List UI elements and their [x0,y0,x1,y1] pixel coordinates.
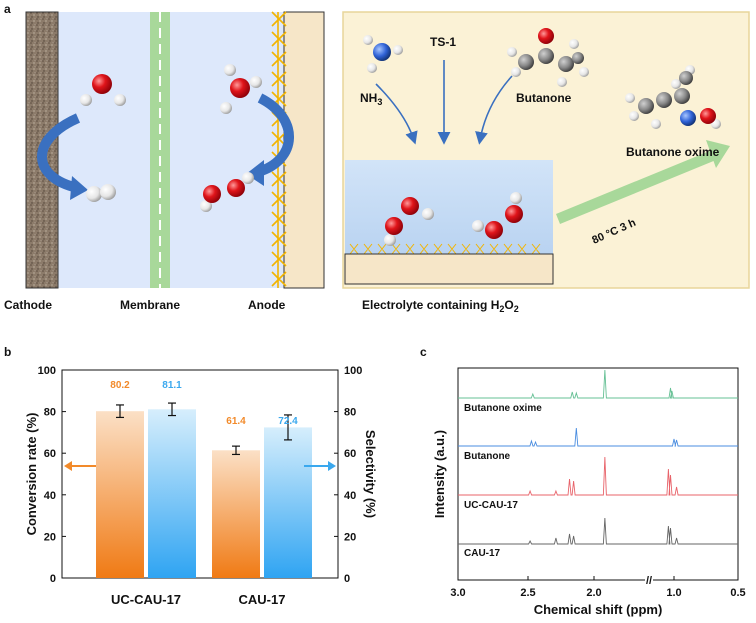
ts1-label: TS-1 [430,35,456,49]
spectrum-label: CAU-17 [464,548,501,559]
panel-b-label: b [4,345,11,359]
y-tick-label-left: 60 [44,448,56,460]
butanone-label: Butanone [516,91,572,105]
y-axis-label-left: Conversion rate (%) [24,413,39,536]
spectrum-line [458,456,738,496]
left-axis-arrow-head [64,461,72,471]
bar-chart: 0 0 20 20 40 40 60 60 80 80 100 100 80.2 81.1UC-CAU-1… [24,365,378,607]
x-tick-label: 2.5 [520,587,535,599]
bar-data-label: 72.4 [278,416,298,427]
axis-break-gap [645,574,653,586]
bar [96,411,144,578]
electrolysis-cell [25,11,325,289]
h2o2-molecule-1 [384,197,434,246]
y-tick-label-left: 100 [38,365,56,377]
anode-arrow [256,93,294,177]
y-tick-label-right: 20 [344,531,356,543]
cathode-cycle [37,74,126,202]
ammoximation-schematic: NH3 TS-1 Butanone [342,11,750,289]
y-tick-label-left: 0 [50,573,56,585]
anode-label: Anode [248,298,286,312]
anode-cycle [200,64,294,212]
plot-frame [457,367,739,581]
anode-arrow-head [246,160,264,186]
y-axis-label-right: Selectivity (%) [363,430,378,518]
y-axis-label: Intensity (a.u.) [432,430,447,518]
hydrogen-molecule [86,184,116,202]
spectrum-label: Butanone [464,451,511,462]
condition-arrow-head [706,140,730,168]
butanone-arrow [475,75,513,145]
x-category-label: CAU-17 [239,592,286,607]
panel-c-label: c [420,345,427,359]
spectrum-line [458,369,738,399]
h2o2-molecule-anode [200,172,254,212]
bar-data-label: 61.4 [226,416,246,427]
cathode-label: Cathode [4,298,52,312]
bar [212,450,260,578]
butanone-oxime-label: Butanone oxime [626,145,720,159]
spectrum-label: Butanone oxime [464,403,542,414]
y-tick-label-right: 80 [344,407,356,419]
y-tick-label-right: 100 [344,365,362,377]
substrate-plate [344,253,554,285]
membrane-label: Membrane [120,298,180,312]
right-axis-arrow-head [328,461,336,471]
y-tick-label-left: 40 [44,490,56,502]
water-molecule-cathode [80,74,126,106]
nmr-spectra: 3.0 2.5 2.0 1.0 0.5 // Chemical shift (ppm) Int… [432,367,746,617]
y-tick-label-right: 0 [344,573,350,585]
x-category-label: UC-CAU-17 [111,592,181,607]
panel-a-label: a [4,2,11,16]
cathode-arrow-head [70,176,88,200]
cathode-arrow [37,113,81,193]
butanone-oxime-molecule [625,65,721,129]
spectrum-line [458,517,738,545]
electrolyte-label: Electrolyte containing H2O2 [362,298,519,314]
x-tick-label: 2.0 [586,587,601,599]
nh3-molecule [363,35,403,73]
spectrum-label: UC-CAU-17 [464,500,518,511]
bar-data-label: 81.1 [162,380,182,391]
nh3-arrow [375,83,418,145]
x-tick-label: 0.5 [730,587,745,599]
spectrum-line [458,427,738,447]
y-tick-label-right: 60 [344,448,356,460]
axis-break-mark: // [646,575,652,587]
water-molecule-anode [220,64,262,114]
nh3-label: NH3 [360,91,382,107]
x-tick-label: 1.0 [666,587,681,599]
y-tick-label-left: 80 [44,407,56,419]
bar [264,427,312,578]
x-axis-label: Chemical shift (ppm) [534,602,663,617]
cell-electrolyte [58,12,290,288]
bar [148,409,196,578]
bar-data-label: 80.2 [110,380,130,391]
butanone-molecule [507,28,589,87]
h2o2-molecule-2 [472,192,523,239]
y-tick-label-right: 40 [344,490,356,502]
condition-arrow-body [556,150,716,224]
x-tick-label: 3.0 [450,587,465,599]
ts1-layer [349,243,541,255]
plot-frame [61,369,339,579]
electrolyte-region [345,160,553,254]
y-tick-label-left: 20 [44,531,56,543]
